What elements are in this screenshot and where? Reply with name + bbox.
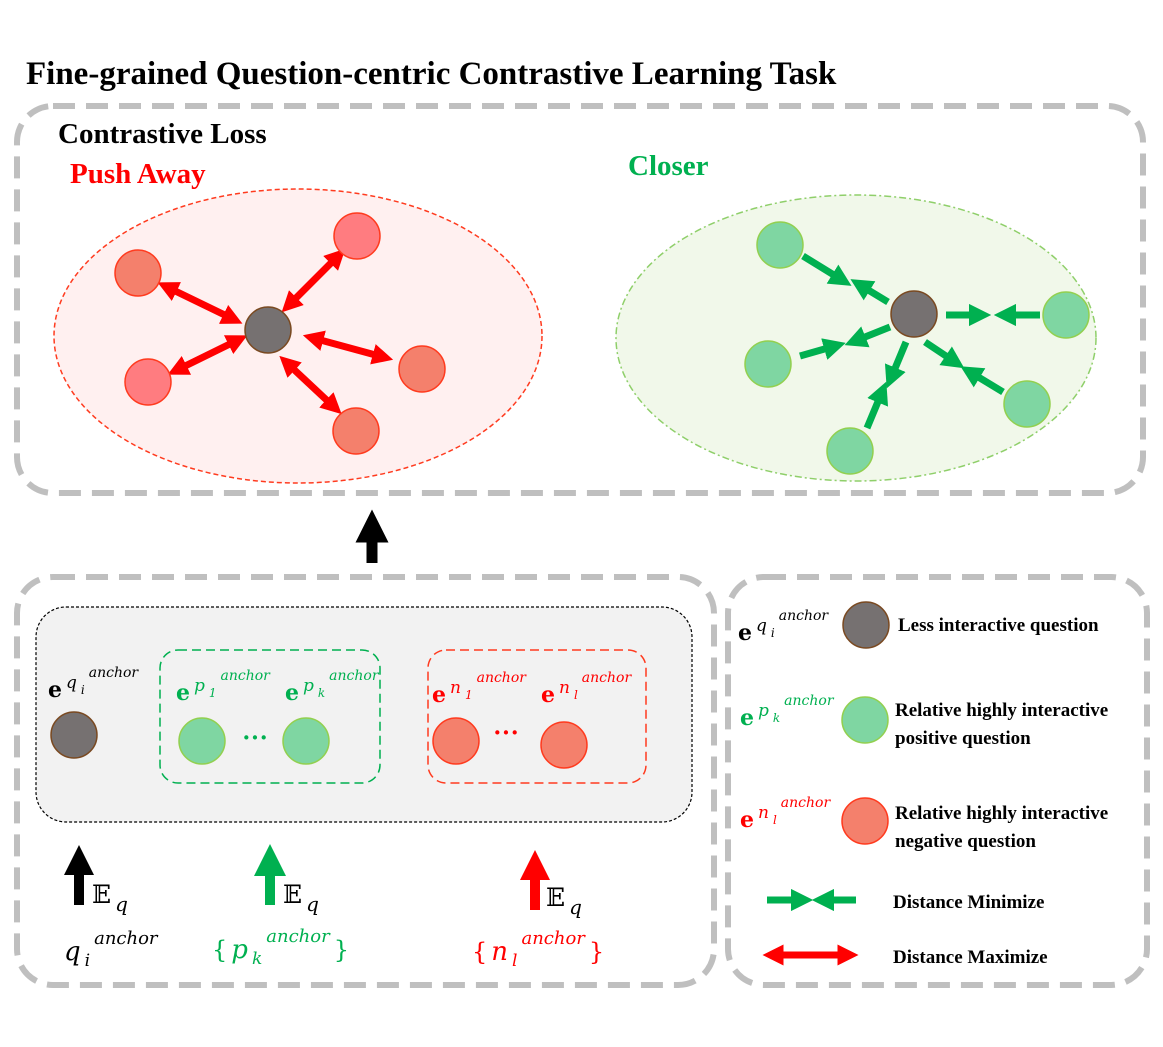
positive-node: [756, 221, 804, 269]
legend-distance-minimize: Distance Minimize: [893, 892, 1044, 913]
encoder-label-anchor: 𝔼 q: [92, 880, 128, 916]
legend-positive-symbol: e p k anchor: [740, 693, 835, 731]
bottom-left-panel: [14, 574, 717, 988]
negative-ellipsis: ···: [493, 718, 519, 747]
anchor-node: [890, 290, 938, 338]
pull-arrow: [844, 323, 892, 348]
positive-node: [1003, 380, 1051, 428]
legend-panel: [725, 574, 1150, 988]
anchor-node: [244, 306, 292, 354]
negative-embedding-node: [432, 717, 480, 765]
negative-embedding-l-label: e n l anchor: [541, 670, 632, 708]
positive-embedding-k-label: e p k anchor: [285, 668, 380, 706]
negative-node: [124, 358, 172, 406]
positive-node: [1042, 291, 1090, 339]
embedding-box: [35, 606, 693, 823]
legend-anchor-node: [842, 601, 890, 649]
legend-negative-node: [841, 797, 889, 845]
positive-embedding-node: [282, 717, 330, 765]
push-away-cluster: [53, 188, 543, 484]
figure-title: Fine-grained Question-centric Contrastiv…: [26, 56, 837, 92]
negative-embedding-node: [540, 721, 588, 769]
negative-group-box: [427, 649, 647, 784]
negative-node: [333, 212, 381, 260]
encoder-label-negative: 𝔼 q: [546, 883, 582, 919]
closer-cluster: [615, 194, 1097, 482]
pull-arrow: [850, 279, 890, 305]
positive-input-label: { p k anchor }: [212, 926, 349, 969]
push-away-region: [53, 188, 543, 484]
negative-embedding-1-label: e n 1 anchor: [432, 670, 527, 708]
encoder-label-positive: 𝔼 q: [283, 880, 319, 916]
legend-positive-line2: positive question: [895, 728, 1031, 749]
negative-input-label: { n l anchor }: [472, 928, 604, 971]
legend-less-interactive: Less interactive question: [898, 615, 1099, 636]
push-arrow: [167, 335, 248, 375]
anchor-embedding-node: [50, 711, 98, 759]
positive-node: [744, 340, 792, 388]
push-arrow: [302, 330, 394, 365]
anchor-embedding-label: e q i anchor: [48, 665, 139, 703]
pull-arrow: [884, 340, 910, 389]
pull-arrow: [960, 366, 1005, 395]
legend-negative-line1: Relative highly interactive: [895, 803, 1108, 824]
legend-positive-node: [841, 696, 889, 744]
positive-embedding-1-label: e p 1 anchor: [176, 668, 271, 706]
pull-arrow: [801, 253, 852, 286]
push-arrow: [279, 355, 342, 415]
negative-node: [114, 249, 162, 297]
negative-node: [332, 407, 380, 455]
positive-group-box: [159, 649, 381, 784]
push-away-label: Push Away: [70, 158, 206, 190]
closer-label: Closer: [628, 150, 709, 182]
legend-distance-maximize: Distance Maximize: [893, 947, 1048, 968]
top-panel: [14, 103, 1146, 496]
pull-arrow: [799, 338, 846, 360]
push-arrow: [157, 282, 243, 324]
push-arrow: [281, 248, 346, 313]
pull-arrow: [923, 339, 965, 369]
legend-positive-line1: Relative highly interactive: [895, 700, 1108, 721]
legend-anchor-symbol: e q i anchor: [738, 608, 829, 646]
positive-ellipsis: ···: [242, 723, 268, 752]
anchor-input-label: q i anchor: [64, 928, 159, 971]
legend-negative-symbol: e n l anchor: [740, 795, 831, 833]
contrastive-loss-heading: Contrastive Loss: [58, 118, 267, 150]
positive-embedding-node: [178, 717, 226, 765]
pull-arrow: [863, 381, 889, 430]
legend-negative-line2: negative question: [895, 831, 1036, 852]
negative-node: [398, 345, 446, 393]
positive-node: [826, 427, 874, 475]
